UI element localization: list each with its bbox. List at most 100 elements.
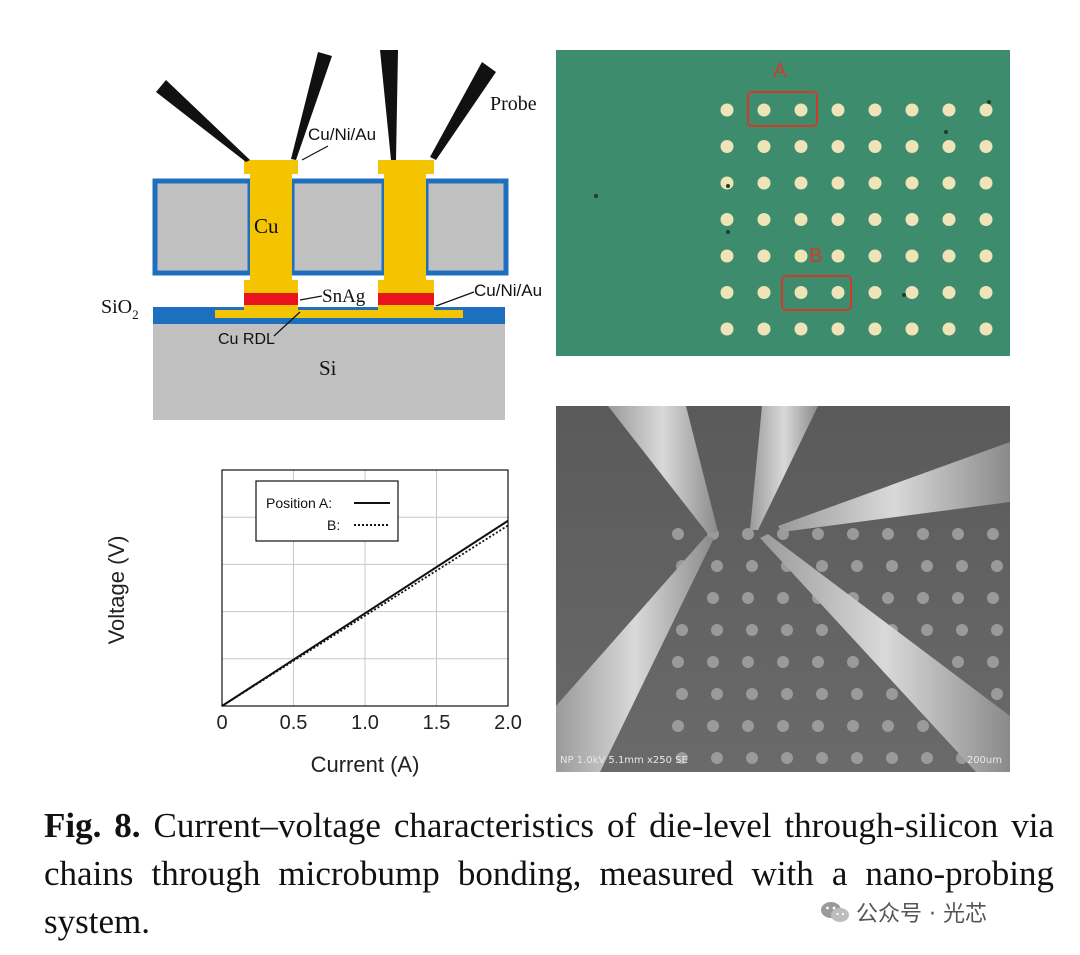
series-position-b [221,524,509,707]
optical-pad [979,286,993,299]
label-a: A [773,60,787,82]
sem-pad [707,656,719,668]
sem-pad [676,752,688,764]
optical-pad [868,249,882,263]
x-tick-label: 0.5 [280,712,308,734]
sem-pad [812,656,824,668]
optical-pad [720,249,734,263]
optical-pad [905,286,919,299]
optical-pad [942,249,956,263]
optical-pad [831,213,845,226]
sem-micrograph [556,406,1010,772]
sem-pad [777,656,789,668]
sem-pad [991,688,1003,700]
sem-pad [672,720,684,732]
sem-probes [556,406,1010,772]
optical-pad [979,140,993,153]
label-si: Si [319,356,337,380]
sem-pad [921,752,933,764]
tsv-pillar-right [378,160,434,311]
sem-pad [746,560,758,572]
label-snag: SnAg [322,286,366,307]
optical-pad [831,322,845,336]
optical-pad [757,249,771,263]
sem-pad [921,624,933,636]
sem-pad [952,592,964,604]
label-b: B [809,245,823,267]
sem-pad [781,624,793,636]
optical-pad [979,176,993,190]
sem-pad [746,688,758,700]
sem-pad [882,720,894,732]
optical-pad [720,322,734,336]
sem-probe-right [778,442,1010,532]
caption-text: Current–voltage characteristics of die-l… [44,806,1055,941]
sem-pad [921,560,933,572]
optical-pad [794,213,808,226]
particle [944,130,948,134]
sem-pad [987,592,999,604]
particle [902,293,906,297]
upper-die [152,178,509,276]
optical-pad [720,176,734,190]
probe-tips [156,50,496,162]
optical-pad [757,286,771,299]
optical-pad [905,103,919,117]
watermark: 公众号 · 光芯 [820,896,987,928]
tsv-schematic: Probe Cu/Ni/Au Cu SnAg Cu/Ni/Au SiO2 Cu … [101,50,542,420]
si-substrate [153,322,505,420]
sem-pad [956,624,968,636]
sem-pad [917,592,929,604]
y-axis-label: Voltage (V) [104,536,129,645]
optical-pad [942,176,956,190]
sem-pad [742,720,754,732]
sem-pad [987,656,999,668]
optical-pad [831,103,845,117]
sem-scale-label: 200um [966,755,1002,766]
optical-pad [905,322,919,336]
optical-pad [757,213,771,226]
sem-pad [882,528,894,540]
sem-pad [746,624,758,636]
sem-probe-top [750,406,818,530]
sem-pad [952,528,964,540]
optical-pad [942,140,956,153]
wechat-icon [821,902,849,922]
sem-pad [847,656,859,668]
sem-pad [742,592,754,604]
sem-pad [812,720,824,732]
sem-pad [987,528,999,540]
sem-pad [711,560,723,572]
optical-pad [757,103,771,117]
sem-pad [707,720,719,732]
sem-pad [956,560,968,572]
label-cu: Cu [254,214,279,238]
optical-pad [831,140,845,153]
optical-pad [905,213,919,226]
x-tick-label: 2.0 [494,712,522,734]
optical-pad [831,249,845,263]
optical-pad [757,322,771,336]
plot-frame [221,469,509,707]
sem-pad [917,528,929,540]
optical-pad [905,140,919,153]
x-tick-label: 0 [216,712,227,734]
optical-pad [831,286,845,299]
sem-pad [777,592,789,604]
sem-pad [991,560,1003,572]
particle [726,184,730,188]
sem-pad [851,560,863,572]
label-probe: Probe [490,93,537,115]
figure-label: Fig. 8. [44,806,141,845]
optical-pad [979,249,993,263]
optical-pad [942,213,956,226]
sem-pad [676,688,688,700]
sem-probe-top-left [608,406,718,534]
optical-pad [942,322,956,336]
optical-pad [757,176,771,190]
optical-pad [720,140,734,153]
sem-pad [707,592,719,604]
optical-pad [794,140,808,153]
optical-pad [868,322,882,336]
